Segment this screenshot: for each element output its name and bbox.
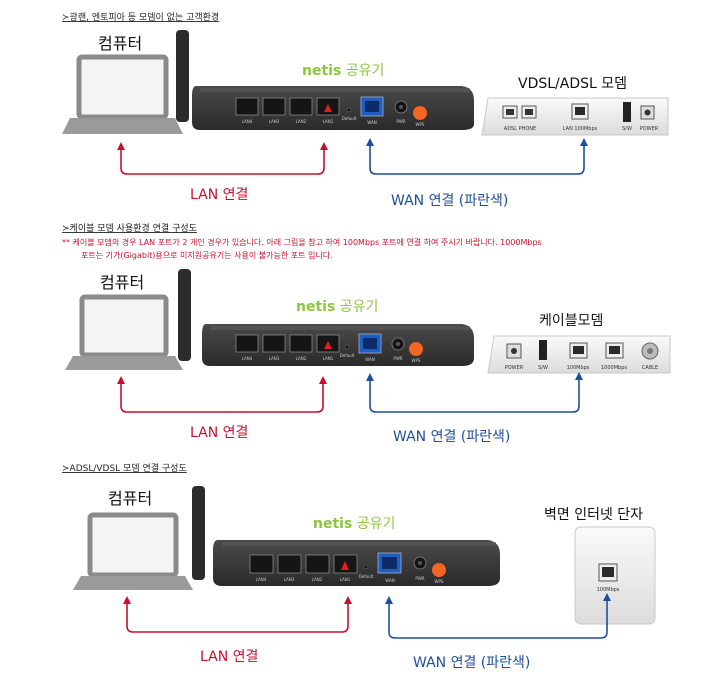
port-label: LAN1 — [323, 119, 334, 124]
modem-title: 케이블모뎀 — [539, 313, 603, 329]
reset-button-icon — [344, 344, 350, 350]
port-label: LAN2 — [296, 119, 307, 124]
section-heading: ≻케이블 모뎀 사용환경 연결 구성도 — [62, 222, 197, 234]
modem-port-label: LAN 100Mbps — [563, 126, 598, 132]
vdsl-adsl-modem: ADSL PHONE LAN 100Mbps S/W POWER — [481, 97, 669, 136]
router-device: LAN4 LAN3 LAN2 LAN1 Default WAN PWR WPS — [192, 486, 500, 586]
default-label: Default — [340, 353, 355, 358]
router-title: netis 공유기 — [302, 63, 384, 79]
antenna-icon — [192, 486, 205, 580]
modem-port-label: POWER — [640, 126, 659, 132]
lan-connection-line — [117, 376, 327, 413]
modem-port-label: S/W — [622, 126, 632, 132]
modem-port-label: 100Mbps — [567, 365, 590, 371]
port-label: LAN4 — [256, 577, 267, 582]
wps-button-icon — [409, 342, 423, 356]
antenna-icon — [176, 30, 189, 122]
wan-connection-label: WAN 연결 (파란색) — [413, 655, 530, 671]
note-line: ** 케이블 모뎀의 경우 LAN 포트가 2 개인 경우가 있습니다. 아래 … — [62, 237, 542, 247]
port-label: LAN3 — [269, 356, 280, 361]
router-suffix: 공유기 — [341, 63, 384, 79]
computer-label: 컴퓨터 — [98, 34, 142, 53]
wan-port-label: WAN — [365, 357, 374, 362]
wall-internet-outlet: 100Mbps — [574, 526, 656, 625]
laptop-icon — [62, 54, 183, 134]
reset-button-icon — [363, 564, 369, 570]
section-1: ≻광랜, 엔토피아 등 모뎀이 없는 고객환경 컴퓨터 LAN4 LAN3 LA… — [62, 11, 669, 209]
router-brand: netis — [302, 63, 341, 79]
wan-connection-line — [385, 593, 611, 639]
wps-button-icon — [413, 106, 427, 120]
router-title: netis 공유기 — [313, 516, 395, 532]
wps-label: WPS — [416, 122, 425, 127]
modem-port-label: POWER — [505, 365, 524, 371]
wan-connection-line — [366, 372, 583, 413]
cable-modem: POWER S/W 100Mbps 1000Mbps CABLE — [487, 335, 671, 374]
wps-button-icon — [432, 563, 446, 577]
port-label: LAN4 — [242, 119, 253, 124]
lan-connection-label: LAN 연결 — [200, 649, 258, 665]
computer-label: 컴퓨터 — [100, 273, 144, 292]
lan-ports — [235, 334, 340, 353]
router-title: netis 공유기 — [296, 299, 378, 315]
router-suffix: 공유기 — [335, 299, 378, 315]
lan1-marker-icon — [341, 561, 349, 570]
lan-ports — [249, 554, 358, 574]
outlet-port-label: 100Mbps — [597, 587, 620, 593]
lan1-marker-icon — [324, 341, 332, 349]
pwr-label: PWR — [396, 119, 405, 124]
pwr-label: PWR — [393, 356, 402, 361]
computer-label: 컴퓨터 — [108, 489, 152, 508]
port-label: LAN3 — [269, 119, 280, 124]
modem-port-label: 1000Mbps — [601, 365, 627, 371]
modem-port-label: S/W — [538, 365, 548, 371]
modem-title: 벽면 인터넷 단자 — [544, 507, 643, 523]
lan-connection-line — [123, 596, 352, 633]
default-label: Default — [342, 116, 357, 121]
router-brand: netis — [296, 299, 335, 315]
pwr-label: PWR — [415, 576, 424, 581]
modem-title: VDSL/ADSL 모뎀 — [518, 76, 627, 92]
router-suffix: 공유기 — [352, 516, 395, 532]
default-label: Default — [359, 574, 374, 579]
section-2: ≻케이블 모뎀 사용환경 연결 구성도 ** 케이블 모뎀의 경우 LAN 포트… — [62, 222, 671, 445]
port-label: LAN2 — [312, 577, 323, 582]
wps-label: WPS — [435, 579, 444, 584]
antenna-icon — [178, 269, 191, 361]
laptop-icon — [65, 294, 183, 370]
port-label: LAN3 — [284, 577, 295, 582]
note-line: 포트는 기가(Gigabit)용으로 미지원공유기는 사용이 불가능한 포트 입… — [81, 250, 333, 260]
lan-ports — [235, 97, 340, 116]
switch-icon — [623, 102, 631, 122]
wan-connection-line — [366, 138, 588, 175]
wan-connection-label: WAN 연결 (파란색) — [393, 429, 510, 445]
wan-port-label: WAN — [385, 578, 394, 583]
reset-button-icon — [346, 107, 352, 113]
router-device: LAN4 LAN3 LAN2 LAN1 Default WAN PWR WPS — [176, 30, 474, 130]
wan-port-label: WAN — [367, 120, 376, 125]
lan1-marker-icon — [324, 104, 332, 112]
port-label: LAN4 — [242, 356, 253, 361]
section-heading: ≻ADSL/VDSL 모뎀 연결 구성도 — [62, 462, 187, 474]
section-3: ≻ADSL/VDSL 모뎀 연결 구성도 컴퓨터 LAN4 LAN3 LAN2 … — [62, 462, 656, 671]
wps-label: WPS — [412, 358, 421, 363]
laptop-icon — [73, 512, 193, 590]
lan-connection-label: LAN 연결 — [190, 425, 248, 441]
switch-icon — [539, 340, 547, 360]
router-device: LAN4 LAN3 LAN2 LAN1 Default WAN PWR WPS — [178, 269, 474, 366]
lan-connection-label: LAN 연결 — [190, 187, 248, 203]
port-label: LAN1 — [340, 577, 351, 582]
lan-connection-line — [117, 142, 328, 175]
modem-port-label: ADSL PHONE — [504, 126, 536, 132]
section-heading: ≻광랜, 엔토피아 등 모뎀이 없는 고객환경 — [62, 11, 219, 23]
port-label: LAN1 — [323, 356, 334, 361]
wan-connection-label: WAN 연결 (파란색) — [391, 193, 508, 209]
router-brand: netis — [313, 516, 352, 532]
port-label: LAN2 — [296, 356, 307, 361]
modem-port-label: CABLE — [642, 365, 658, 371]
